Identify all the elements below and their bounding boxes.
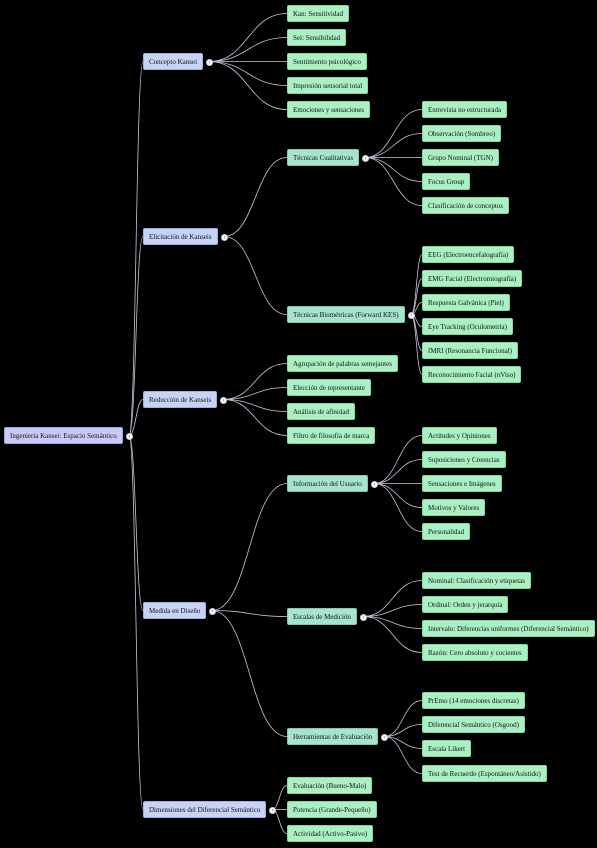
node-clasificacion-de-conceptos[interactable]: Clasificación de conceptos: [422, 197, 510, 214]
node-ordinal-orden-y-jerarquia[interactable]: Ordinal: Orden y jerarquía: [422, 596, 509, 613]
connector-edge: [128, 435, 144, 611]
node-kan-sensitividad[interactable]: Kan: Sensitividad: [287, 5, 349, 22]
node-reduccion-de-kanseis[interactable]: Reducción de Kanseis: [143, 391, 218, 408]
collapse-toggle-icon[interactable]: ‹: [360, 613, 367, 621]
node-eeg-electroencefalografia[interactable]: EEG (Electroencefalografía): [422, 246, 515, 263]
connector-edge: [208, 13, 288, 62]
collapse-toggle-icon[interactable]: ‹: [221, 233, 228, 241]
connector-edge: [208, 61, 288, 110]
connector-edge: [364, 157, 423, 206]
node-concepto-kansei[interactable]: Concepto Kansei: [143, 53, 204, 70]
node-eleccion-de-representante[interactable]: Elección de representante: [287, 379, 371, 396]
node-medida-en-diseno[interactable]: Medida en Diseño: [143, 602, 207, 619]
node-eye-tracking-oculometria[interactable]: Eye Tracking (Oculometría): [422, 318, 513, 335]
node-actitudes-y-opiniones[interactable]: Actitudes y Opiniones: [422, 427, 497, 444]
node-filtro-de-filosofia-de-marca[interactable]: Filtro de filosofía de marca: [287, 427, 376, 444]
node-actividad-activo-pasivo[interactable]: Actividad (Activo-Pasivo): [287, 825, 374, 842]
node-intervalo-diferencias-uniformes-diferencial-semantico[interactable]: Intervalo: Diferencias uniformes (Difere…: [422, 620, 595, 637]
connector-edge: [128, 236, 144, 436]
connector-edge: [222, 363, 288, 400]
connector-edge: [373, 459, 423, 484]
connector-edge: [383, 736, 423, 749]
node-focus-group[interactable]: Focus Group: [422, 173, 471, 190]
node-escala-likert[interactable]: Escala Likert: [422, 740, 472, 757]
connector-edge: [128, 61, 144, 436]
connector-edge: [364, 133, 423, 158]
node-reconocimiento-facial-nviso[interactable]: Reconocimiento Facial (nViso): [422, 366, 522, 383]
node-herramientas-de-evaluacion[interactable]: Herramientas de Evaluación: [287, 728, 379, 745]
node-emociones-y-sensaciones[interactable]: Emociones y sensaciones: [287, 101, 371, 118]
connector-edge: [208, 61, 288, 86]
node-ingenieria-kansei-espacio-semantico[interactable]: Ingeniería Kansei: Espacio Semántico: [4, 427, 123, 444]
connector-edge: [362, 616, 423, 653]
collapse-toggle-icon[interactable]: ‹: [381, 733, 388, 741]
collapse-toggle-icon[interactable]: ‹: [362, 154, 369, 162]
connector-edge: [410, 314, 423, 375]
connector-edge: [223, 236, 288, 315]
connector-edge: [373, 483, 423, 532]
node-fmri-resonancia-funcional[interactable]: fMRI (Resonancia Funcional): [422, 342, 518, 359]
node-emg-facial-electromiografia[interactable]: EMG Facial (Electromiografía): [422, 270, 523, 287]
connector-edge: [383, 736, 423, 774]
connector-edge: [271, 785, 288, 810]
node-evaluacion-bueno-malo[interactable]: Evaluación (Bueno-Malo): [287, 777, 373, 794]
node-observacion-sombreo[interactable]: Observación (Sombreo): [422, 125, 502, 142]
connector-edge: [208, 37, 288, 62]
connector-edge: [364, 109, 423, 158]
connector-edge: [410, 254, 423, 315]
collapse-toggle-icon[interactable]: ‹: [371, 480, 378, 488]
connector-edge: [223, 157, 288, 237]
node-suposiciones-y-creencias[interactable]: Suposiciones y Creencias: [422, 451, 506, 468]
node-analisis-de-afinidad[interactable]: Análisis de afinidad: [287, 403, 355, 420]
connector-edge: [373, 435, 423, 484]
connector-edge: [222, 387, 288, 400]
collapse-toggle-icon[interactable]: ‹: [220, 396, 227, 404]
connector-edge: [383, 724, 423, 737]
node-escalas-de-medicion[interactable]: Escalas de Medición: [287, 608, 357, 625]
connector-edge: [383, 700, 423, 737]
node-grupo-nominal-tgn[interactable]: Grupo Nominal (TGN): [422, 149, 499, 166]
node-personalidad[interactable]: Personalidad: [422, 523, 471, 540]
node-respuesta-galvanica-piel[interactable]: Respuesta Galvánica (Piel): [422, 294, 510, 311]
node-potencia-grande-pequeno[interactable]: Potencia (Grande-Pequeño): [287, 801, 377, 818]
node-sentimiento-psicologico[interactable]: Sentimiento psicológico: [287, 53, 367, 70]
connector-edge: [211, 483, 288, 611]
node-elicitacion-de-kanseis[interactable]: Elicitación de Kanseis: [143, 228, 218, 245]
node-dimensiones-del-diferencial-semantico[interactable]: Dimensiones del Diferencial Semántico: [143, 801, 267, 818]
connector-edge: [362, 616, 423, 629]
node-motivos-y-valores[interactable]: Motivos y Valores: [422, 499, 486, 516]
connector-edge: [373, 483, 423, 508]
collapse-toggle-icon[interactable]: ‹: [206, 58, 213, 66]
collapse-toggle-icon[interactable]: ‹: [126, 432, 133, 440]
node-razon-cero-absoluto-y-cocientes[interactable]: Razón: Cero absoluto y cocientes: [422, 644, 528, 661]
collapse-toggle-icon[interactable]: ‹: [408, 311, 415, 319]
connector-edge: [211, 610, 288, 737]
node-premo-14-emociones-discretas[interactable]: PrEmo (14 emociones discretas): [422, 692, 525, 709]
node-sensaciones-e-imagenes[interactable]: Sensaciones e Imágenes: [422, 475, 502, 492]
collapse-toggle-icon[interactable]: ‹: [269, 806, 276, 814]
node-diferencial-semantico-osgood[interactable]: Diferencial Semántico (Osgood): [422, 716, 525, 733]
connector-edge: [364, 157, 423, 182]
node-sei-sensibilidad[interactable]: Sei: Sensibilidad: [287, 29, 347, 46]
node-test-de-recuerdo-espontaneo-asistido[interactable]: Test de Recuerdo (Espontáneo/Asistido): [422, 765, 547, 782]
connector-edge: [211, 610, 288, 617]
node-tecnicas-cualitativas[interactable]: Técnicas Cualitativas: [287, 149, 360, 166]
node-tecnicas-biometricas-forward-kes[interactable]: Técnicas Biométricas (Forward KES): [287, 306, 405, 323]
connector-edge: [362, 604, 423, 617]
connector-edge: [128, 435, 144, 810]
node-agrupacion-de-palabras-semejantes[interactable]: Agrupación de palabras semejantes: [287, 355, 398, 372]
connector-edge: [222, 399, 288, 436]
node-entrevista-no-estructurada[interactable]: Entrevista no estructurada: [422, 101, 508, 118]
collapse-toggle-icon[interactable]: ‹: [209, 607, 216, 615]
connector-edge: [222, 399, 288, 412]
node-nominal-clasificacion-y-etiquetas[interactable]: Nominal: Clasificación y etiquetas: [422, 572, 532, 589]
node-impresion-sensorial-total[interactable]: Impresión sensorial total: [287, 77, 369, 94]
connector-edge: [362, 580, 423, 617]
node-informacion-del-usuario[interactable]: Información del Usuario: [287, 475, 368, 492]
